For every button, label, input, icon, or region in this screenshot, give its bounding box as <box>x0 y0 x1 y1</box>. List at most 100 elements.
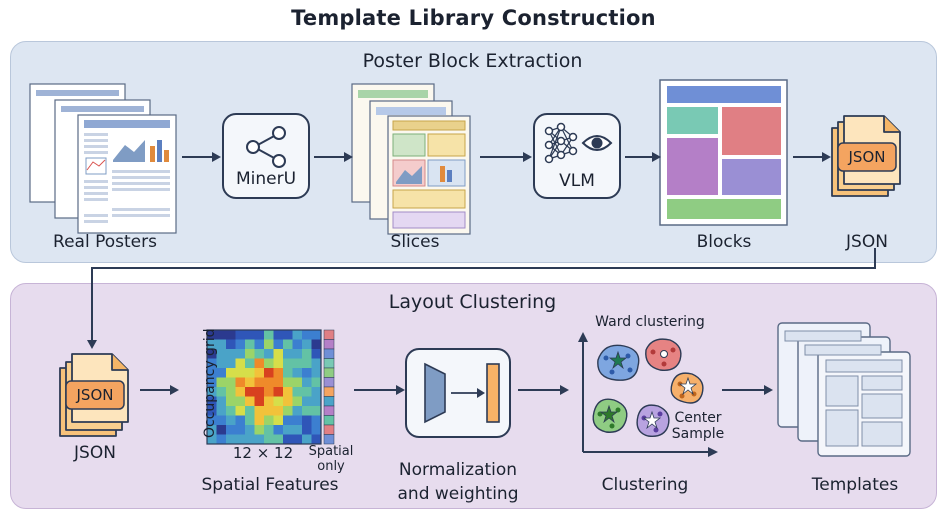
heatmap-cell <box>235 349 245 359</box>
heatmap-cell <box>283 368 293 378</box>
heatmap-cell <box>273 358 283 368</box>
projection-icon <box>424 362 500 424</box>
heatmap-cell <box>273 349 283 359</box>
heatmap-cell <box>207 368 217 378</box>
heatmap-cell <box>245 358 255 368</box>
heatmap-cell <box>226 377 236 387</box>
vlm-label: VLM <box>559 171 595 191</box>
heatmap-cell <box>264 387 274 397</box>
heatmap-cell <box>254 349 264 359</box>
heatmap-cell <box>245 415 255 425</box>
stage1-title: Poster Block Extraction <box>362 50 583 72</box>
heatmap-cell <box>292 425 302 435</box>
heatmap-cell <box>311 406 321 416</box>
heatmap-cell <box>273 387 283 397</box>
heatmap-cell <box>235 368 245 378</box>
spatial-strip-cell <box>323 434 335 445</box>
heatmap-cell <box>226 396 236 406</box>
heatmap-cell <box>226 406 236 416</box>
heatmap-cell <box>207 349 217 359</box>
heatmap-cell <box>273 406 283 416</box>
heatmap-cell <box>254 406 264 416</box>
heatmap-cell <box>235 358 245 368</box>
heatmap-cell <box>302 358 312 368</box>
heatmap-cell <box>311 434 321 444</box>
heatmap-cell <box>292 358 302 368</box>
heatmap-cell <box>216 349 226 359</box>
heatmap-cell <box>302 349 312 359</box>
slices-label: Slices <box>390 232 440 252</box>
heatmap-cell <box>283 339 293 349</box>
heatmap-cell <box>207 387 217 397</box>
heatmap-cell <box>207 339 217 349</box>
heatmap-cell <box>226 434 236 444</box>
heatmap-cell <box>264 396 274 406</box>
heatmap-cell <box>292 377 302 387</box>
heatmap-cell <box>254 339 264 349</box>
heatmap-cell <box>273 396 283 406</box>
heatmap-cell <box>283 396 293 406</box>
heatmap-cell <box>283 406 293 416</box>
heatmap-cell <box>273 339 283 349</box>
center-sample-label: Center Sample <box>671 410 725 442</box>
heatmap-cell <box>226 330 236 340</box>
heatmap-cell <box>226 387 236 397</box>
heatmap-cell <box>254 358 264 368</box>
templates-label: Templates <box>811 475 899 495</box>
neural-network-icon <box>544 122 578 164</box>
heatmap-cell <box>292 396 302 406</box>
heatmap-cell <box>273 368 283 378</box>
heatmap-cell <box>245 425 255 435</box>
heatmap-cell <box>302 330 312 340</box>
heatmap-cell <box>283 330 293 340</box>
heatmap-cell <box>254 377 264 387</box>
spatial-only-label: Spatial only <box>308 444 354 474</box>
heatmap-cell <box>302 368 312 378</box>
diagram-title: Template Library Construction <box>291 6 656 30</box>
heatmap-cell <box>302 396 312 406</box>
heatmap-cell <box>302 406 312 416</box>
heatmap-cell <box>302 425 312 435</box>
heatmap-cell <box>264 368 274 378</box>
heatmap-cell <box>216 434 226 444</box>
heatmap-cell <box>235 434 245 444</box>
json-doc-text: JSON <box>848 148 886 166</box>
heatmap-cell <box>245 396 255 406</box>
heatmap-cell <box>245 368 255 378</box>
stage2-title: Layout Clustering <box>388 291 557 313</box>
grid-size-label: 12 × 12 <box>232 444 294 462</box>
heatmap-cell <box>254 425 264 435</box>
heatmap-cell <box>207 434 217 444</box>
ward-clustering-label: Ward clustering <box>595 314 705 330</box>
heatmap-cell <box>264 330 274 340</box>
heatmap-cell <box>226 349 236 359</box>
heatmap-cell <box>245 406 255 416</box>
heatmap-cell <box>245 330 255 340</box>
heatmap-cell <box>226 339 236 349</box>
heatmap-cell <box>207 406 217 416</box>
heatmap-cell <box>216 406 226 416</box>
heatmap-cell <box>207 358 217 368</box>
heatmap-cell <box>311 377 321 387</box>
heatmap-cell <box>216 396 226 406</box>
heatmap-cell <box>283 358 293 368</box>
heatmap-cell <box>235 387 245 397</box>
heatmap-cell <box>311 330 321 340</box>
vlm-box: VLM <box>533 113 621 199</box>
heatmap-cell <box>292 330 302 340</box>
heatmap-cell <box>254 434 264 444</box>
real-posters-label: Real Posters <box>53 232 157 252</box>
heatmap-cell <box>292 339 302 349</box>
heatmap-cell <box>254 387 264 397</box>
mineru-box: MinerU <box>222 113 310 199</box>
heatmap-cell <box>283 425 293 435</box>
heatmap-cell <box>283 349 293 359</box>
heatmap-cell <box>283 387 293 397</box>
heatmap-cell <box>264 339 274 349</box>
heatmap-cell <box>264 358 274 368</box>
heatmap-cell <box>254 415 264 425</box>
heatmap-cell <box>216 415 226 425</box>
heatmap-cell <box>264 349 274 359</box>
